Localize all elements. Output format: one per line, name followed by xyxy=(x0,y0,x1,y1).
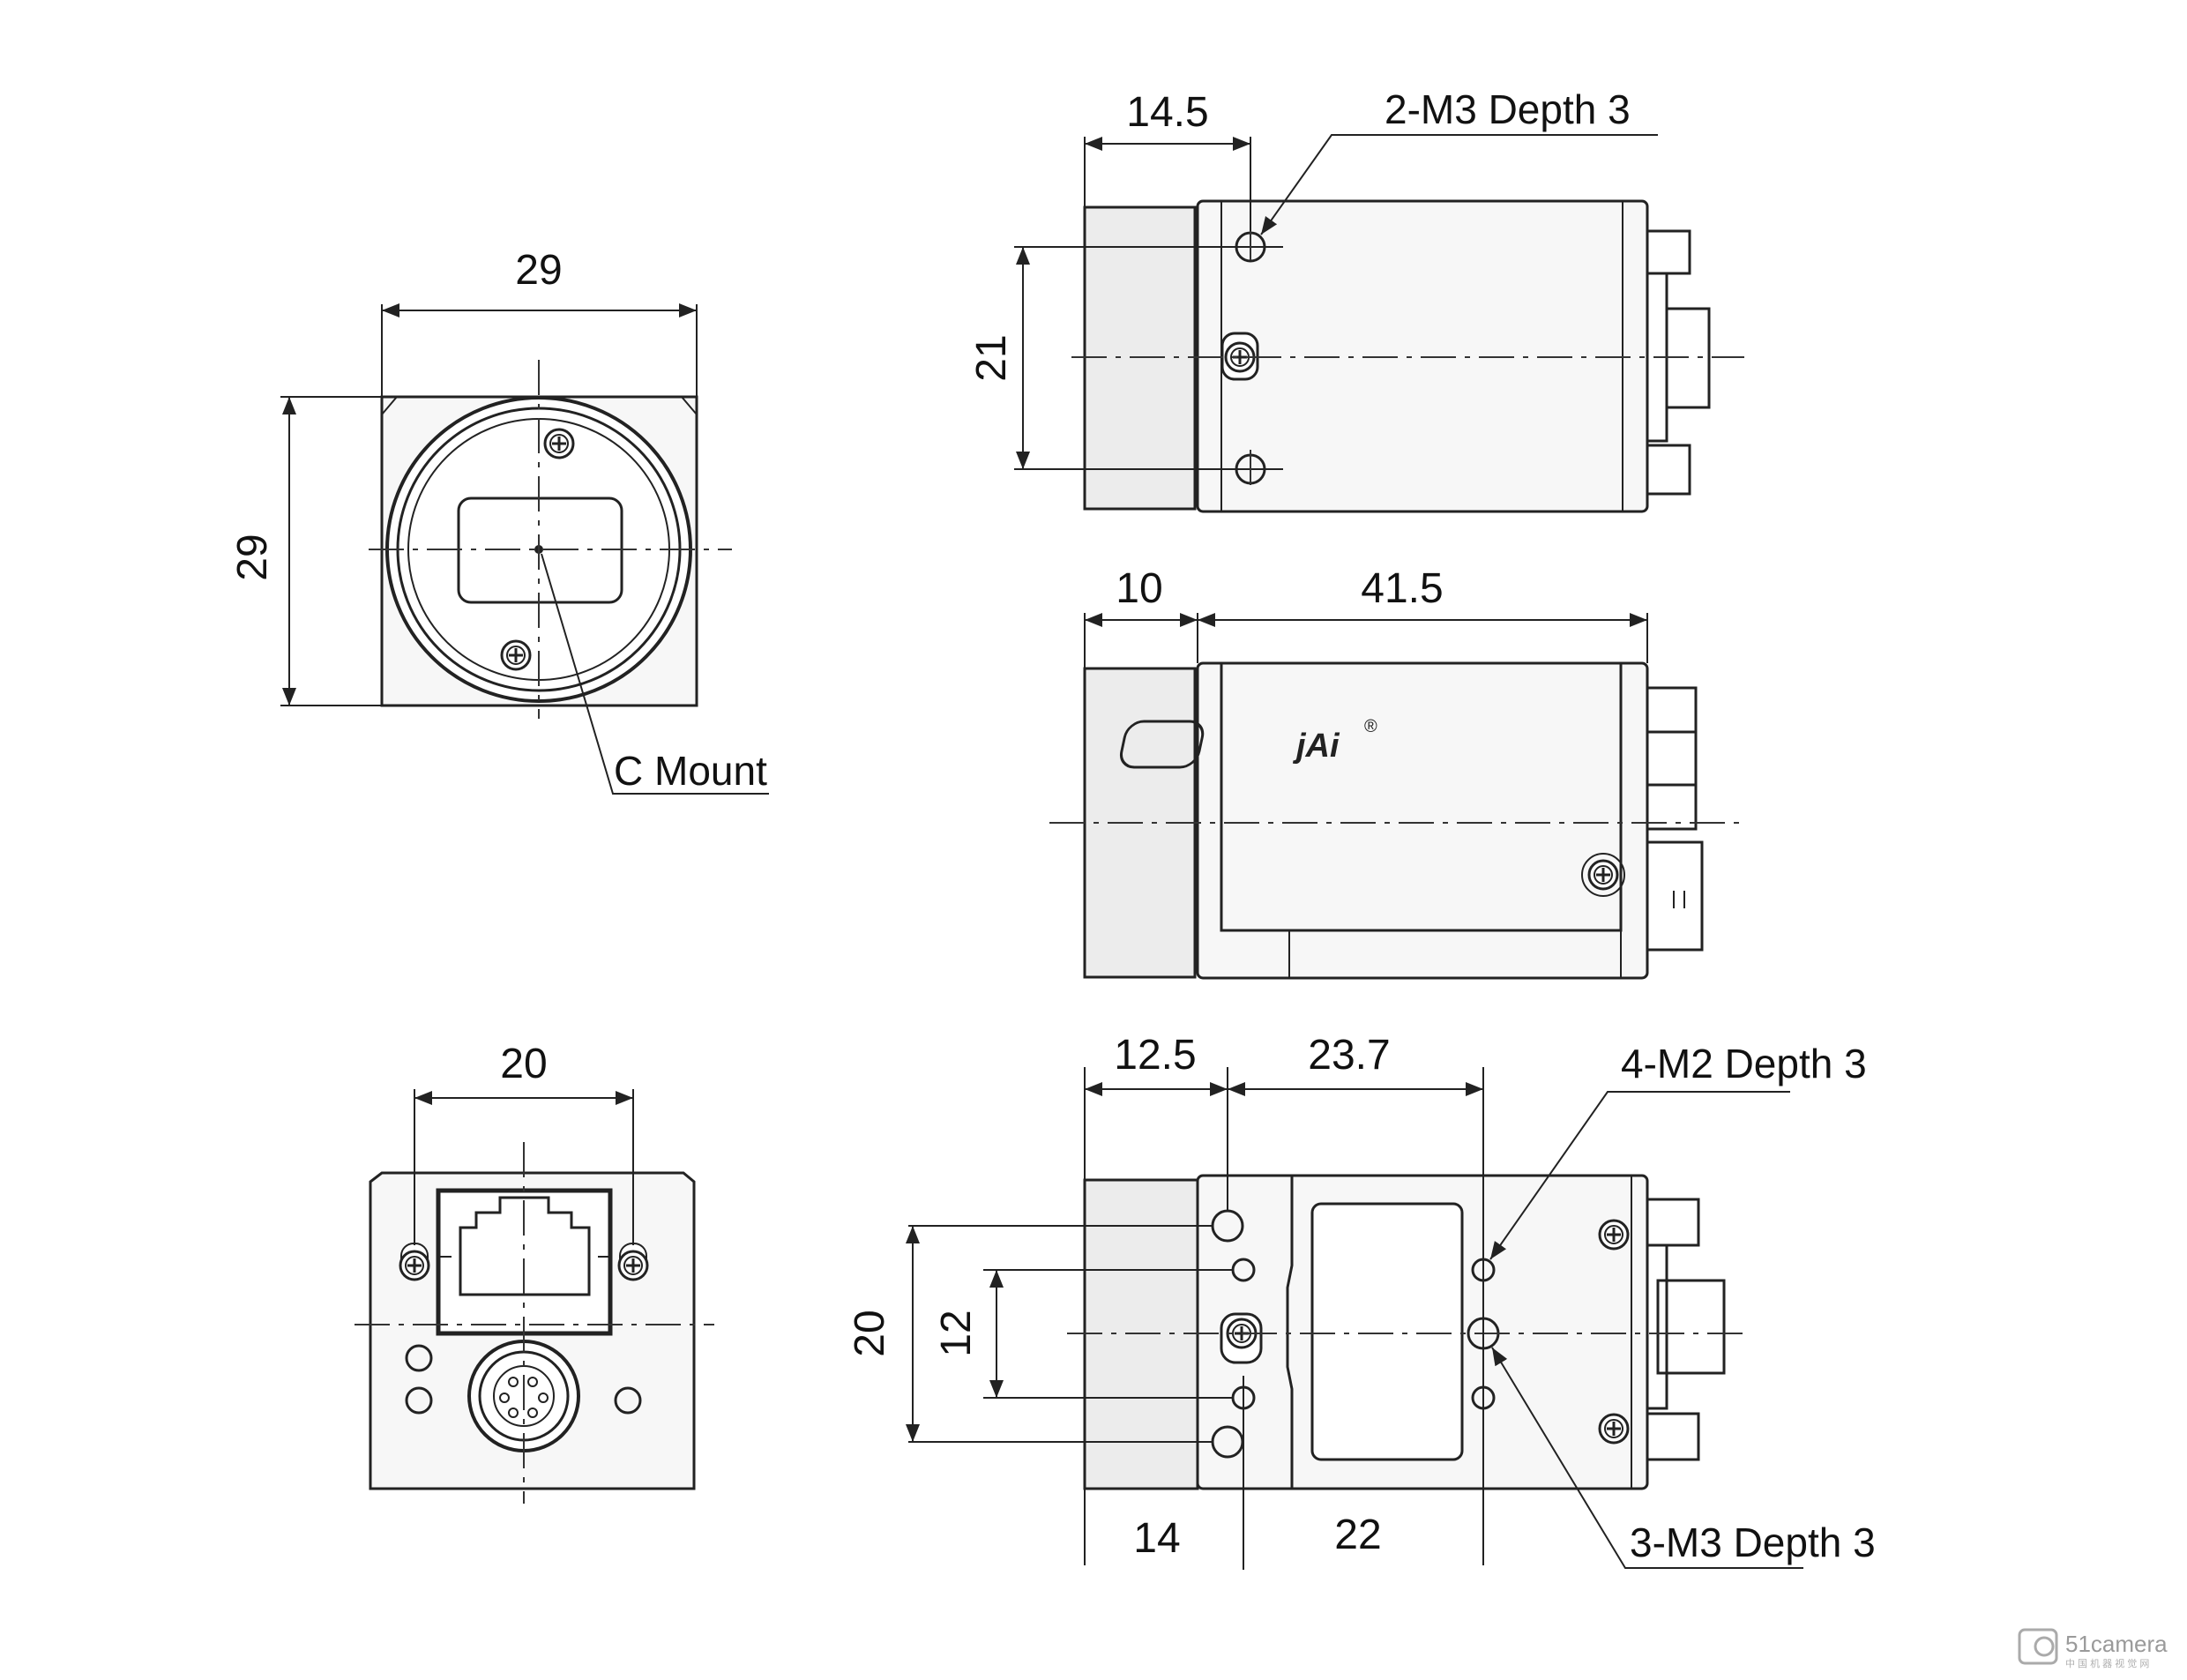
top-lens-offset-label: 14.5 xyxy=(1126,89,1208,136)
rear-view: 20 xyxy=(355,1041,714,1504)
bottom-offset-a-label: 12.5 xyxy=(1114,1032,1196,1079)
rear-screw-right-icon xyxy=(617,1250,649,1281)
front-screw-top-icon xyxy=(543,428,575,459)
bottom-screw-upper-icon xyxy=(1598,1219,1630,1251)
rear-screw-left-icon xyxy=(399,1250,430,1281)
bottom-span-inner-label: 12 xyxy=(933,1310,980,1356)
ethernet-jack-icon xyxy=(459,1196,591,1296)
side-body-length-label: 41.5 xyxy=(1361,565,1443,612)
camera-watermark-icon xyxy=(2018,1628,2058,1665)
side-rear-connector-1 xyxy=(1646,686,1698,734)
front-height-label: 29 xyxy=(229,534,276,580)
top-rear-connector-4 xyxy=(1646,444,1691,496)
side-screw-icon xyxy=(1587,859,1619,891)
jai-logo-mark: ® xyxy=(1364,717,1377,736)
c-mount-label: C Mount xyxy=(614,748,767,794)
rear-led-1-icon xyxy=(405,1344,433,1372)
bottom-offset-c-label: 14 xyxy=(1133,1515,1180,1562)
side-rear-connector-2 xyxy=(1646,730,1698,787)
front-width-label: 29 xyxy=(515,247,562,294)
bottom-span-outer-label: 20 xyxy=(847,1310,893,1356)
side-rear-connector-4 xyxy=(1646,840,1704,952)
c-mount-leader xyxy=(541,553,769,795)
top-hole-spacing-label: 21 xyxy=(968,334,1015,381)
rear-led-2-icon xyxy=(405,1386,433,1415)
side-lens-length-label: 10 xyxy=(1116,565,1162,612)
bottom-label-area xyxy=(1310,1202,1464,1461)
bottom-rear-connector-3 xyxy=(1656,1279,1726,1375)
bottom-rear-connector-4 xyxy=(1646,1412,1700,1461)
rear-screw-spacing-label: 20 xyxy=(500,1041,547,1087)
front-body-chamfer xyxy=(381,396,698,415)
bottom-m2-label: 4-M2 Depth 3 xyxy=(1621,1041,1867,1086)
side-rear-connector-3 xyxy=(1646,783,1698,831)
watermark-subtext: 中 国 机 器 视 觉 网 xyxy=(2065,1657,2149,1669)
bottom-plate-edge xyxy=(1286,1176,1294,1489)
jai-logo-text: jAi xyxy=(1292,728,1340,765)
watermark: 51camera 中 国 机 器 视 觉 网 xyxy=(2018,1628,2168,1669)
top-holes-label: 2-M3 Depth 3 xyxy=(1385,86,1631,132)
bottom-m2-leader xyxy=(1489,1091,1790,1260)
bottom-screw-lower-icon xyxy=(1598,1413,1630,1445)
bottom-rear-connector-1 xyxy=(1646,1198,1700,1247)
jai-logo: jAi ® xyxy=(1119,717,1377,769)
bottom-m3-label: 3-M3 Depth 3 xyxy=(1630,1519,1876,1565)
side-view: jAi ® 10 41.5 xyxy=(1049,565,1744,980)
top-holes-leader xyxy=(1260,134,1658,235)
bottom-offset-d-label: 22 xyxy=(1334,1512,1381,1558)
bottom-offset-b-label: 23.7 xyxy=(1308,1032,1390,1079)
rear-led-3-icon xyxy=(614,1386,642,1415)
top-view: 14.5 21 2-M3 Depth 3 xyxy=(968,86,1744,513)
watermark-text: 51camera xyxy=(2065,1631,2168,1657)
top-rear-connector-1 xyxy=(1646,229,1691,275)
bottom-view: 12.5 23.7 20 12 14 22 4-M2 Depth 3 3-M3 … xyxy=(847,1032,1876,1570)
bottom-rear-connector-2 xyxy=(1646,1243,1668,1410)
front-view: 29 29 C Mount xyxy=(229,247,769,795)
bottom-m3-leader xyxy=(1491,1347,1803,1569)
front-screw-bottom-icon xyxy=(500,639,532,671)
